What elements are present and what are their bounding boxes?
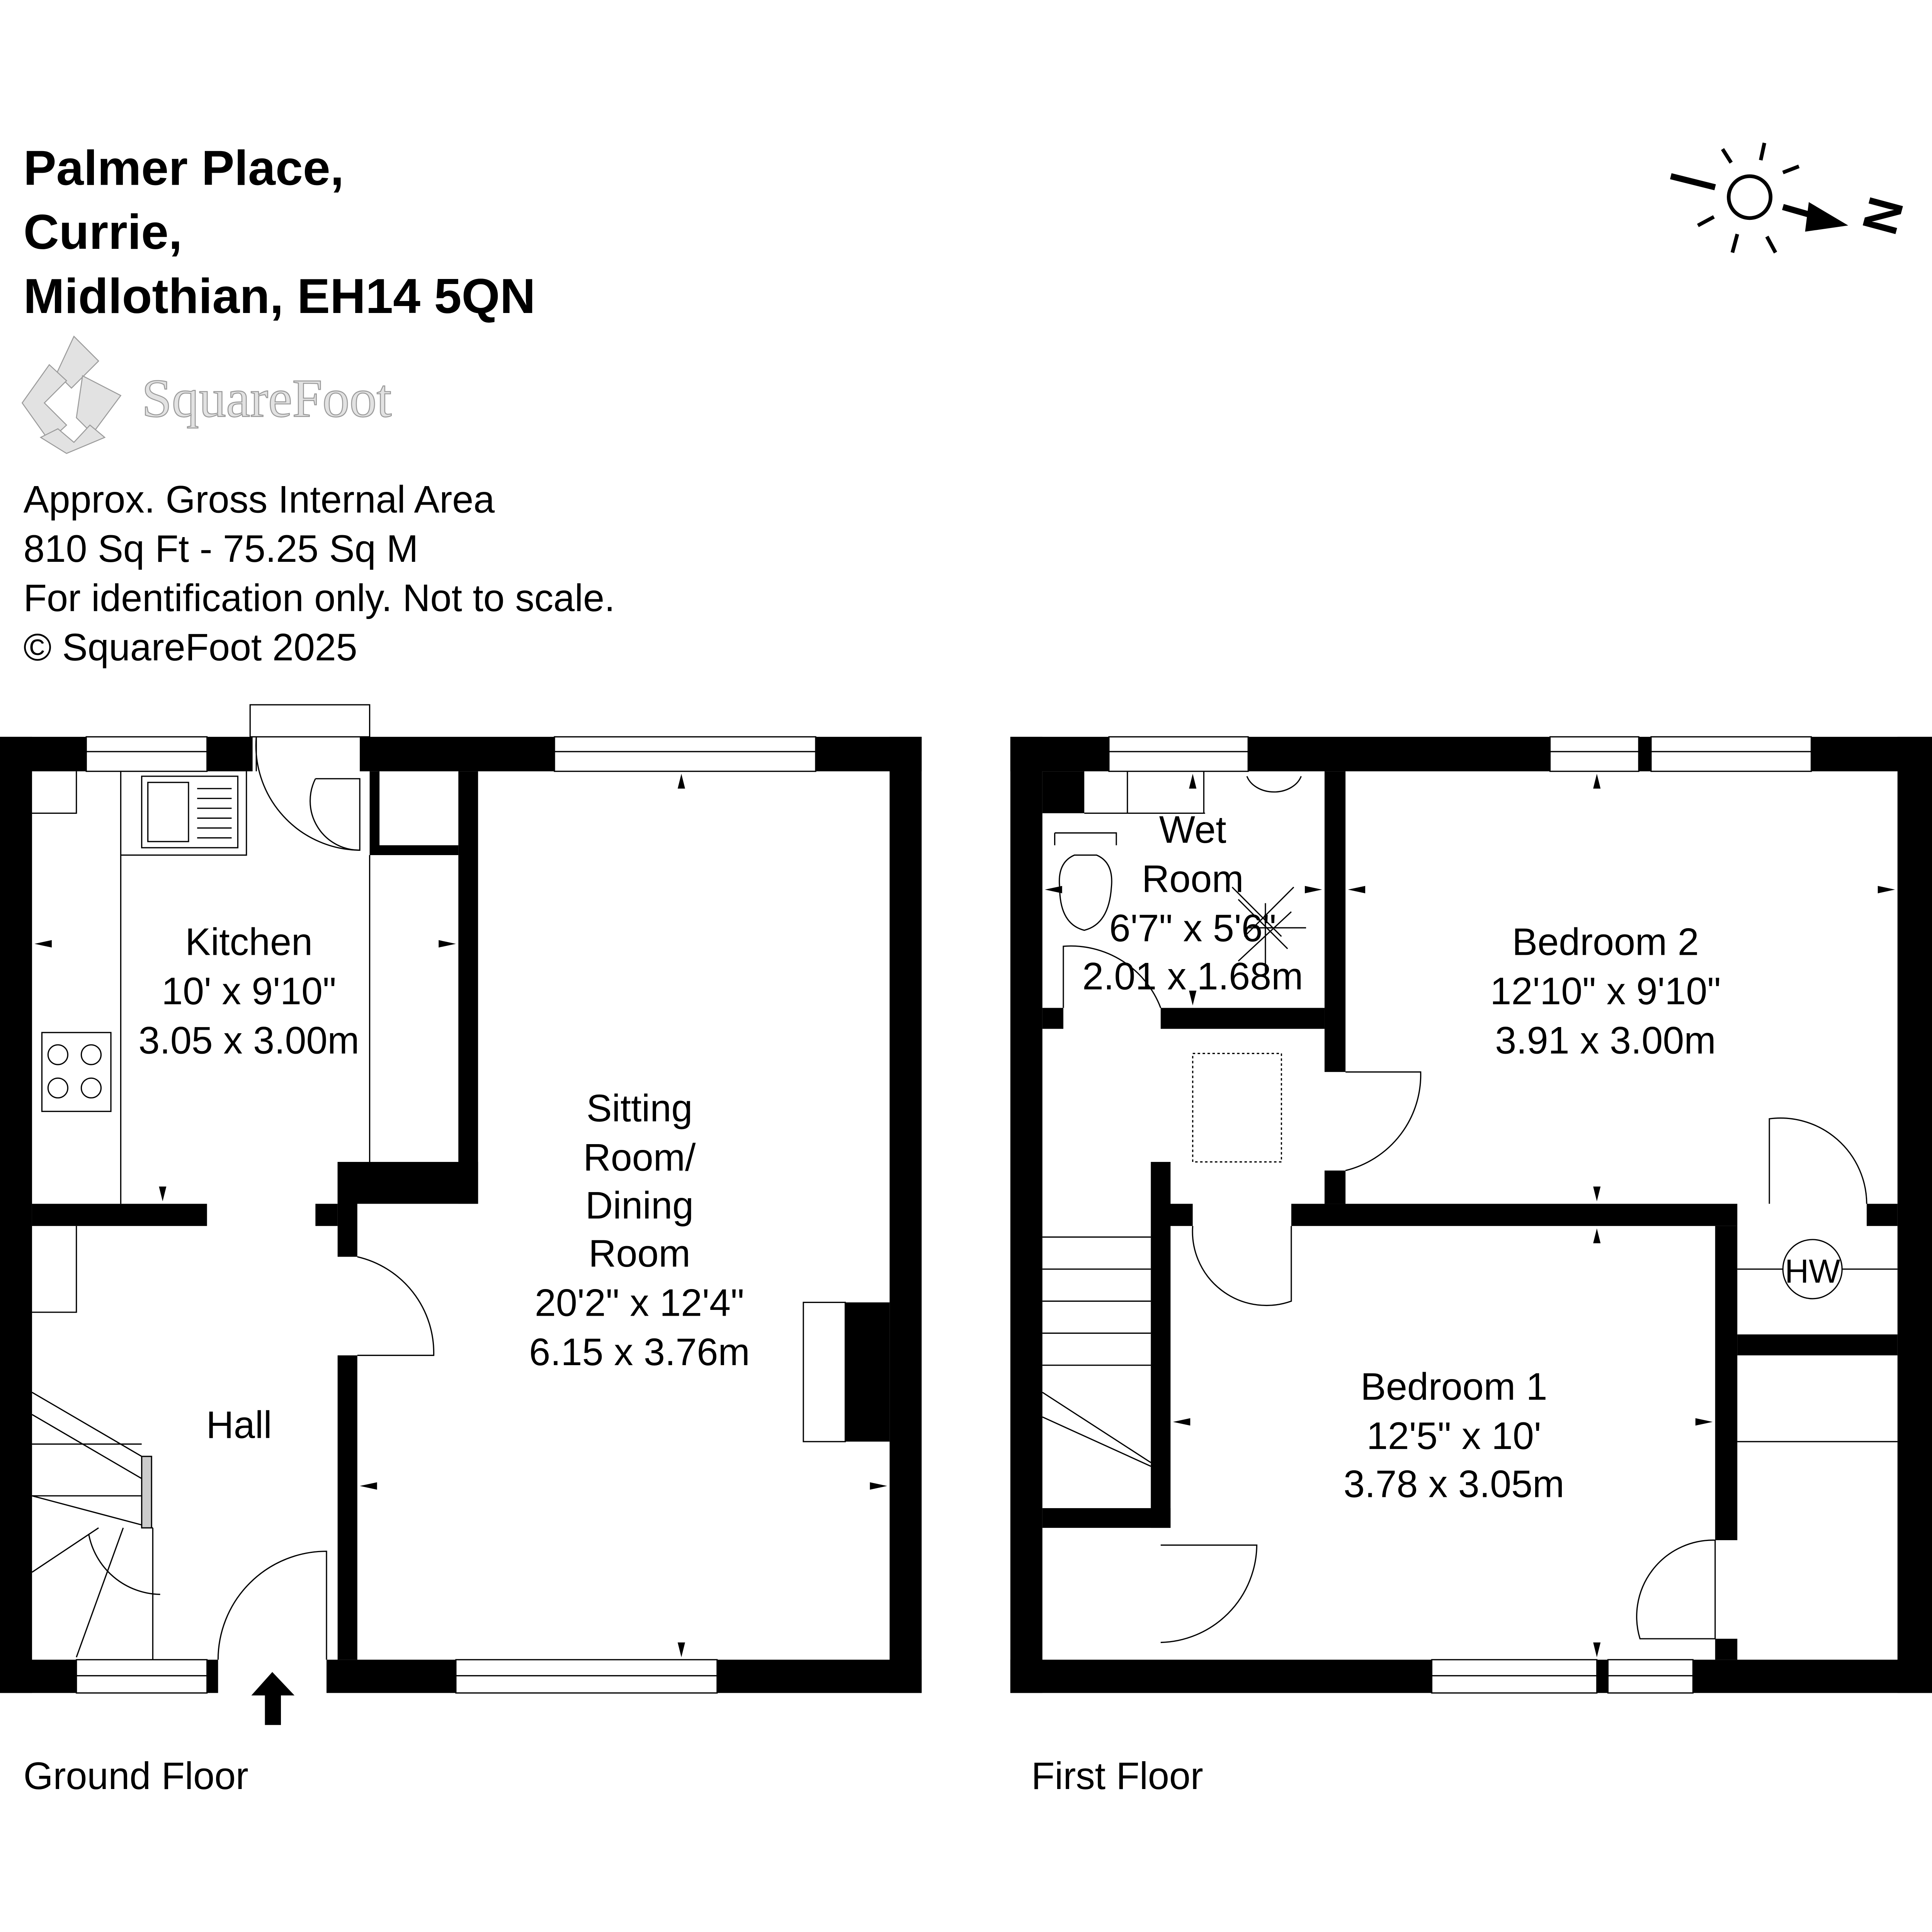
floor-label: First Floor: [1031, 1755, 1203, 1797]
room-size-imperial: 12'5" x 10': [1367, 1415, 1541, 1457]
room-hall: Hall: [206, 1403, 272, 1446]
hob-icon: [41, 1032, 112, 1112]
landing-cupboard-door-swing: [1160, 1544, 1258, 1643]
squarefoot-logo: SquareFoot: [21, 335, 392, 454]
sitting-door-swing: [357, 1256, 435, 1356]
window: [85, 736, 208, 772]
room-kitchen: Kitchen 10' x 9'10" 3.05 x 3.00m: [138, 920, 359, 1061]
address: Palmer Place, Currie, Midlothian, EH14 5…: [24, 141, 536, 324]
bedroom1-door-swing: [1192, 1226, 1292, 1306]
room-sitting-dining: Sitting Room/ Dining Room 20'2" x 12'4" …: [529, 1087, 750, 1373]
room-name: Dining: [585, 1184, 694, 1227]
basin-icon: [1246, 776, 1302, 793]
ground-floor-plan: Kitchen 10' x 9'10" 3.05 x 3.00m Sitting…: [0, 704, 922, 1797]
toilet-icon: [1059, 854, 1112, 931]
address-line-2: Currie,: [24, 205, 182, 260]
ground-floor-walls: [0, 736, 922, 1693]
room-name: Bedroom 1: [1361, 1365, 1548, 1408]
room-size-metric: 3.78 x 3.05m: [1344, 1463, 1564, 1505]
fixtures: [1042, 771, 1898, 1643]
dimension-markers: [1045, 774, 1895, 1657]
logo-text: SquareFoot: [142, 369, 392, 429]
room-size-imperial: 6'7" x 5'6": [1109, 907, 1276, 949]
room-name: Room: [588, 1232, 690, 1275]
cupboard-door-swing: [1769, 1117, 1867, 1204]
room-name: Wet: [1159, 808, 1226, 851]
info-line-4: © SquareFoot 2025: [24, 626, 357, 668]
room-wet-room: Wet Room 6'7" x 5'6" 2.01 x 1.68m: [1082, 808, 1303, 997]
room-size-metric: 2.01 x 1.68m: [1082, 955, 1303, 998]
room-bedroom-1: Bedroom 1 12'5" x 10' 3.78 x 3.05m: [1344, 1365, 1564, 1505]
area-info: Approx. Gross Internal Area 810 Sq Ft - …: [24, 478, 615, 669]
room-name: Room: [1142, 858, 1244, 900]
room-name: Bedroom 2: [1512, 920, 1699, 963]
window: [1108, 736, 1249, 772]
floor-label: Ground Floor: [24, 1755, 248, 1797]
info-line-1: Approx. Gross Internal Area: [24, 478, 495, 521]
room-size-imperial: 20'2" x 12'4": [535, 1282, 744, 1324]
hw-label: HW: [1785, 1253, 1840, 1290]
hot-water-cylinder-icon: [1782, 1239, 1843, 1299]
sink-icon: [141, 776, 239, 849]
wetroom-door-swing: [1063, 945, 1162, 1008]
room-name: Room/: [583, 1136, 696, 1179]
room-size-metric: 6.15 x 3.76m: [529, 1331, 750, 1373]
info-line-3: For identification only. Not to scale.: [24, 577, 615, 619]
room-name: Sitting: [587, 1087, 693, 1129]
room-size-imperial: 12'10" x 9'10": [1490, 970, 1721, 1012]
room-size-metric: 3.91 x 3.00m: [1495, 1019, 1716, 1061]
room-bedroom-2: Bedroom 2 12'10" x 9'10" 3.91 x 3.00m: [1490, 920, 1721, 1061]
front-door-swing: [217, 1551, 327, 1660]
windows: [76, 736, 816, 1694]
address-line-1: Palmer Place,: [24, 141, 344, 196]
fixtures: [32, 704, 846, 1660]
first-floor-walls: [1010, 736, 1932, 1693]
first-floor-plan: Wet Room 6'7" x 5'6" 2.01 x 1.68m Bedroo…: [1010, 736, 1932, 1797]
address-line-3: Midlothian, EH14 5QN: [24, 269, 536, 324]
window: [554, 736, 816, 772]
window: [1650, 736, 1812, 772]
window: [1549, 736, 1639, 772]
room-name: Kitchen: [185, 920, 313, 963]
compass-north-label: N: [1852, 192, 1914, 240]
room-size-metric: 3.05 x 3.00m: [138, 1019, 359, 1061]
bedroom2-door-swing: [1345, 1071, 1422, 1171]
compass-sun-icon: [1670, 142, 1849, 253]
back-door-swing: [255, 736, 360, 851]
entrance-arrow-icon: [251, 1672, 295, 1725]
shower-drain-icon: [1231, 886, 1306, 977]
dimension-markers: [34, 774, 887, 1657]
room-size-imperial: 10' x 9'10": [162, 970, 336, 1012]
windows: [1108, 736, 1812, 1694]
info-line-2: 810 Sq Ft - 75.25 Sq M: [24, 527, 418, 570]
